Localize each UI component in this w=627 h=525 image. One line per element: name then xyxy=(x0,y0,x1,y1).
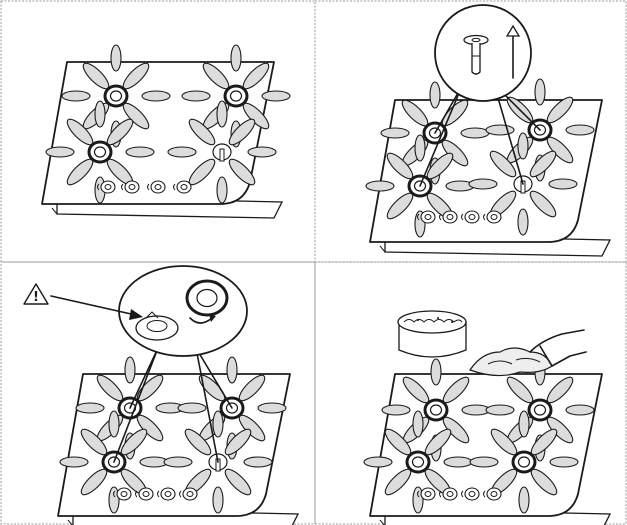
panel-2-hob xyxy=(366,79,610,256)
warning-symbol: ! xyxy=(33,290,39,305)
panel-1-hob xyxy=(42,45,290,218)
panel-3-hob xyxy=(58,357,298,525)
cleaning-cloth-icon xyxy=(470,330,586,376)
cleaning-bowl-icon xyxy=(398,311,466,357)
panel-4-hob xyxy=(364,359,610,525)
